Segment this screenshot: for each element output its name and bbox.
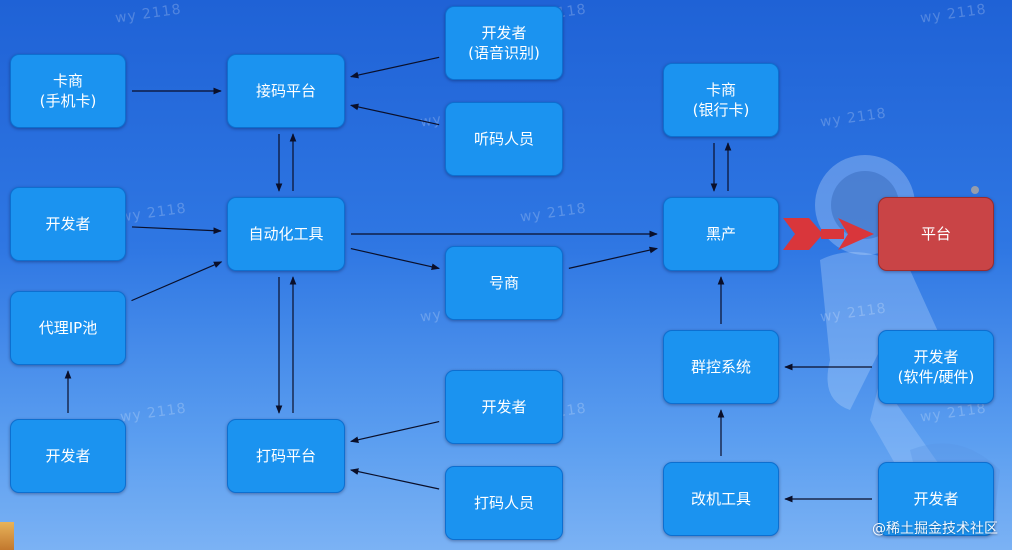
node-developer-2: 开发者 [10, 419, 126, 493]
node-label-line: 听码人员 [473, 130, 534, 148]
node-black-market: 黑产 [663, 197, 779, 271]
node-captcha-platform: 打码平台 [227, 419, 345, 493]
node-label-line: 卡商 [52, 72, 83, 90]
edge-proxy_ip_pool-to-automation_tool [131, 261, 223, 302]
node-label-line: (银行卡) [692, 101, 750, 119]
node-developer-voice: 开发者 (语音识别) [445, 6, 563, 80]
node-label-line: 接码平台 [255, 82, 316, 100]
node-label-line: 开发者 [913, 348, 959, 366]
node-label-line: 开发者 [913, 490, 959, 508]
node-device-mod-tool: 改机工具 [663, 462, 779, 536]
node-label-line: 号商 [488, 274, 519, 292]
node-label-line: (语音识别) [468, 44, 540, 62]
credit-text: @稀土掘金技术社区 [872, 521, 998, 537]
node-developer-3: 开发者 [445, 370, 563, 444]
node-platform: 平台 [878, 197, 994, 271]
node-label-line: (手机卡) [39, 92, 97, 110]
node-developer-4: 开发者 [878, 462, 994, 536]
node-label-line: 黑产 [705, 225, 736, 243]
node-label-line: 开发者 [481, 398, 527, 416]
node-label-line: 平台 [920, 225, 951, 243]
node-automation-tool: 自动化工具 [227, 197, 345, 271]
edge-captcha_worker-to-captcha_platform [350, 468, 440, 490]
node-captcha-worker: 打码人员 [445, 466, 563, 540]
edge-developer_3-to-captcha_platform [350, 420, 440, 444]
node-label-line: 卡商 [705, 81, 736, 99]
node-label-line: 群控系统 [690, 358, 751, 376]
node-label-line: 打码人员 [473, 494, 534, 512]
node-label-line: (软件/硬件) [897, 368, 975, 386]
node-label-line: 代理IP池 [38, 319, 98, 337]
node-label-line: 自动化工具 [248, 225, 324, 243]
node-developer-1: 开发者 [10, 187, 126, 261]
node-group-control: 群控系统 [663, 330, 779, 404]
node-account-dealer: 号商 [445, 246, 563, 320]
node-proxy-ip-pool: 代理IP池 [10, 291, 126, 365]
node-label-line: 开发者 [45, 215, 91, 233]
node-sms-listener: 听码人员 [445, 102, 563, 176]
corner-app-icon [0, 522, 14, 550]
node-developer-hw: 开发者 (软件/硬件) [878, 330, 994, 404]
attack-arrow-black_market-to-platform [783, 218, 874, 250]
node-sms-platform: 接码平台 [227, 54, 345, 128]
node-label-line: 改机工具 [690, 490, 751, 508]
edge-automation_tool-to-account_dealer [350, 247, 440, 271]
edge-sms_listener-to-sms_platform [350, 103, 440, 126]
node-label-line: 开发者 [481, 24, 527, 42]
node-label-line: 打码平台 [255, 447, 316, 465]
edge-account_dealer-to-black_market [568, 246, 658, 269]
edge-developer_1-to-automation_tool [131, 226, 222, 235]
node-card-merchant-sim: 卡商 (手机卡) [10, 54, 126, 128]
edge-developer_voice-to-sms_platform [350, 56, 440, 79]
node-card-merchant-bank: 卡商 (银行卡) [663, 63, 779, 137]
node-label-line: 开发者 [45, 447, 91, 465]
